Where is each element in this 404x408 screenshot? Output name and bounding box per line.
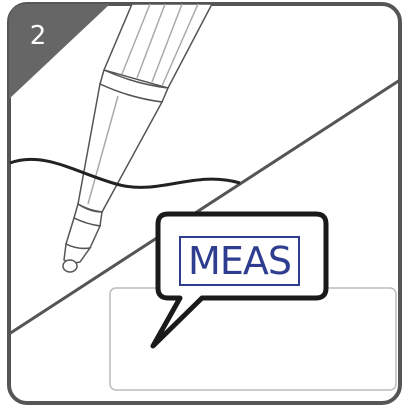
step-badge: [9, 4, 110, 99]
diagonal-divider: [8, 78, 401, 336]
meas-display-label: MEAS: [179, 236, 300, 286]
meter-display: [109, 287, 397, 391]
liquid-surface: [9, 157, 241, 189]
step-number: 2: [29, 21, 47, 51]
